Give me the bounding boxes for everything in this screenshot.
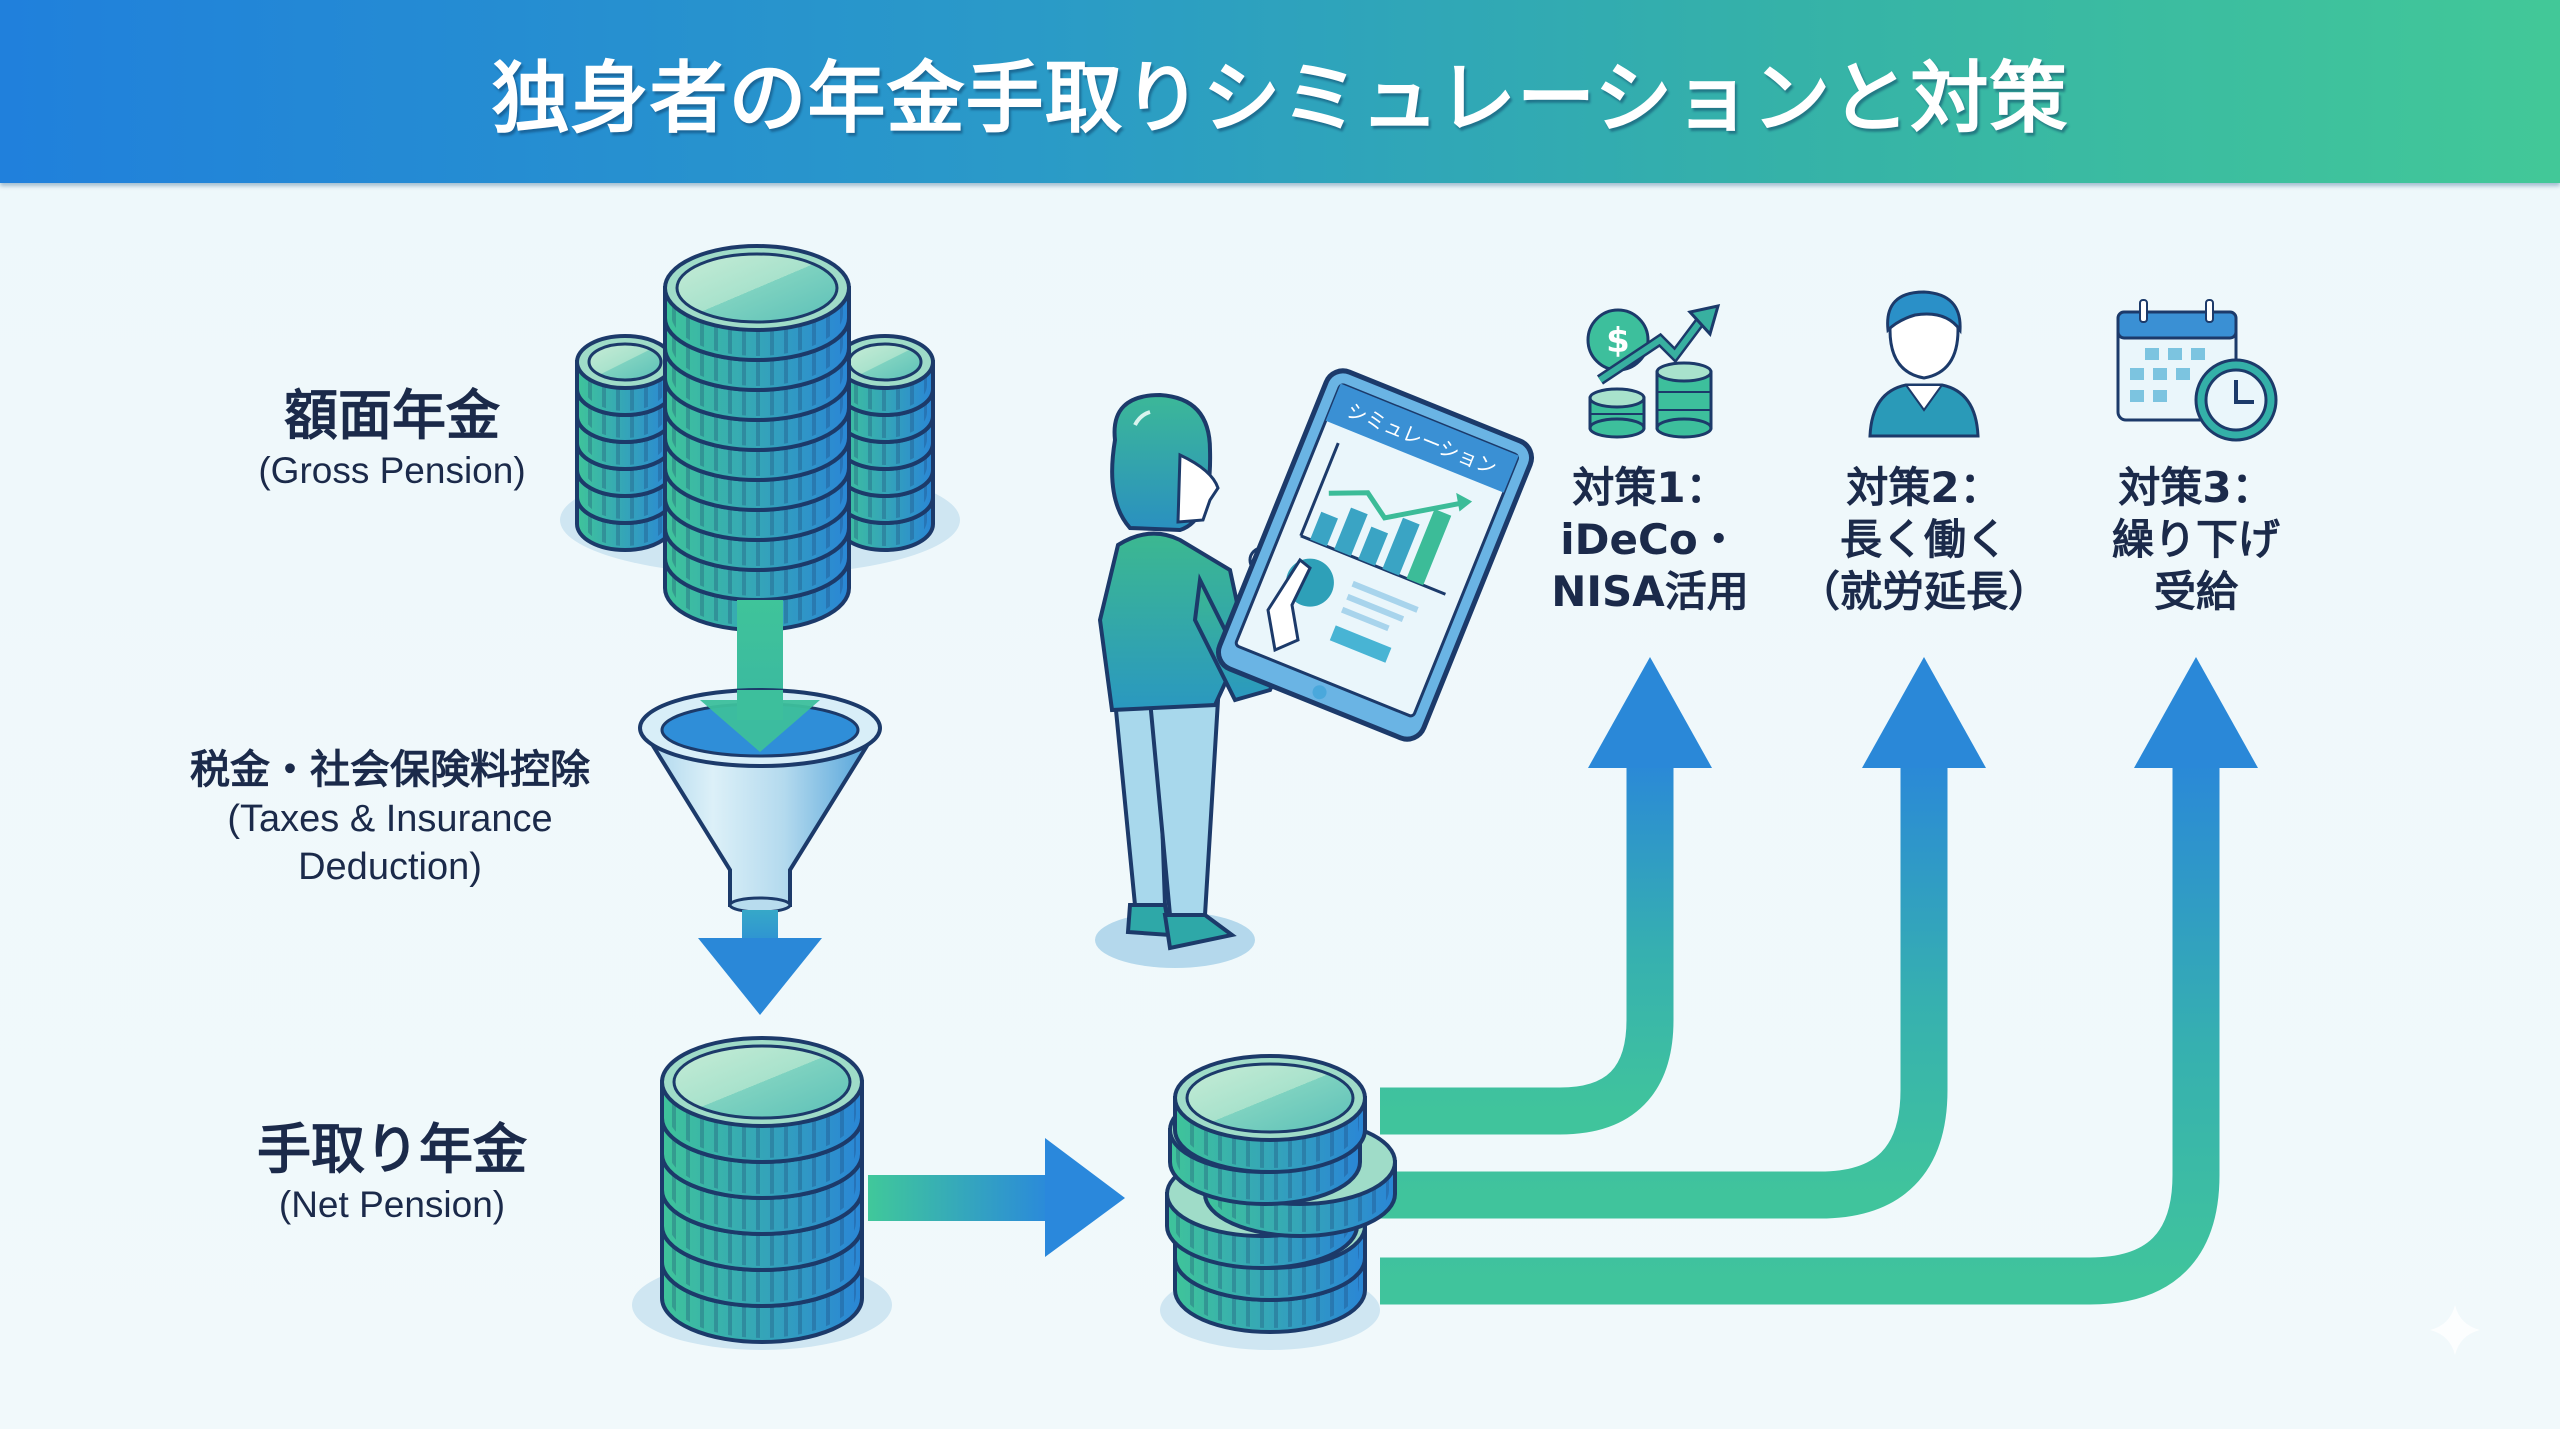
net-pension-coins-icon	[632, 1036, 892, 1350]
coin-face	[847, 342, 923, 382]
gross-pension-label: 額面年金 (Gross Pension)	[192, 384, 592, 494]
coin-stack-center	[663, 244, 851, 632]
measure-3-line-1: 対策3：	[2118, 463, 2274, 512]
arrow-down-blue	[698, 910, 822, 1015]
woman-with-tablet-icon	[1095, 392, 1303, 968]
coin-face	[1185, 1062, 1355, 1134]
deduction-jp: 税金・社会保険料控除	[190, 747, 590, 793]
coin-face	[672, 1044, 852, 1120]
net-pension-en: (Net Pension)	[278, 1184, 506, 1225]
arrowhead-1	[1588, 657, 1712, 768]
gross-pension-en: (Gross Pension)	[258, 450, 526, 491]
coin-face	[587, 342, 663, 382]
flow-to-measure-3	[1380, 760, 2220, 1305]
sparkle-icon	[2430, 1305, 2480, 1355]
measure-3: 対策3： 繰り下げ 受給	[2066, 462, 2326, 618]
measure-2: 対策2： 長く働く （就労延長）	[1794, 462, 2054, 618]
coin-stack-net	[660, 1036, 864, 1344]
businessperson-icon	[1868, 290, 1980, 438]
net-pension-split-coins-icon	[1160, 1054, 1397, 1350]
measure-1-line-3: NISA活用	[1551, 567, 1749, 616]
coin-stack-split	[1165, 1054, 1397, 1334]
measure-1-line-2: iDeCo・	[1560, 515, 1740, 564]
gross-pension-jp: 額面年金	[284, 384, 500, 447]
net-pension-label: 手取り年金 (Net Pension)	[192, 1118, 592, 1228]
funnel-icon	[638, 688, 882, 914]
measure-3-line-2: 繰り下げ	[2111, 515, 2280, 564]
arrow-right	[868, 1138, 1125, 1257]
deduction-en-line1: (Taxes & Insurance	[227, 798, 553, 840]
pointing-hand	[1266, 557, 1312, 653]
page-title: 独身者の年金手取りシミュレーションと対策	[491, 53, 2069, 144]
flow-to-measure-1	[1380, 760, 1674, 1135]
deduction-en-line2: Deduction)	[298, 846, 482, 888]
net-pension-jp: 手取り年金	[257, 1118, 527, 1181]
svg-text:$: $	[1606, 321, 1630, 361]
coin-stack-left	[575, 334, 675, 552]
money-growth-icon: $	[1586, 304, 1721, 439]
measure-1: 対策1： iDeCo・ NISA活用	[1520, 462, 1780, 618]
coin-stack-right	[835, 334, 935, 552]
measure-1-line-1: 対策1：	[1572, 463, 1728, 512]
arrowhead-2	[1862, 657, 1986, 768]
measure-2-line-2: 長く働く	[1839, 515, 2008, 564]
arrowhead-3	[2134, 657, 2258, 768]
calendar-clock-icon	[2116, 299, 2278, 442]
measure-2-line-3: （就労延長）	[1797, 567, 2050, 616]
measure-3-line-3: 受給	[2153, 567, 2238, 616]
deduction-label: 税金・社会保険料控除 (Taxes & Insurance Deduction)	[140, 745, 640, 891]
coin-face	[675, 252, 839, 324]
header-banner: 独身者の年金手取りシミュレーションと対策	[0, 0, 2560, 183]
gross-pension-coins-icon	[560, 244, 960, 632]
measure-2-line-1: 対策2：	[1846, 463, 2002, 512]
flow-arrowheads	[1588, 657, 2258, 768]
flow-paths	[1380, 760, 2220, 1305]
flow-to-measure-2	[1380, 760, 1948, 1219]
